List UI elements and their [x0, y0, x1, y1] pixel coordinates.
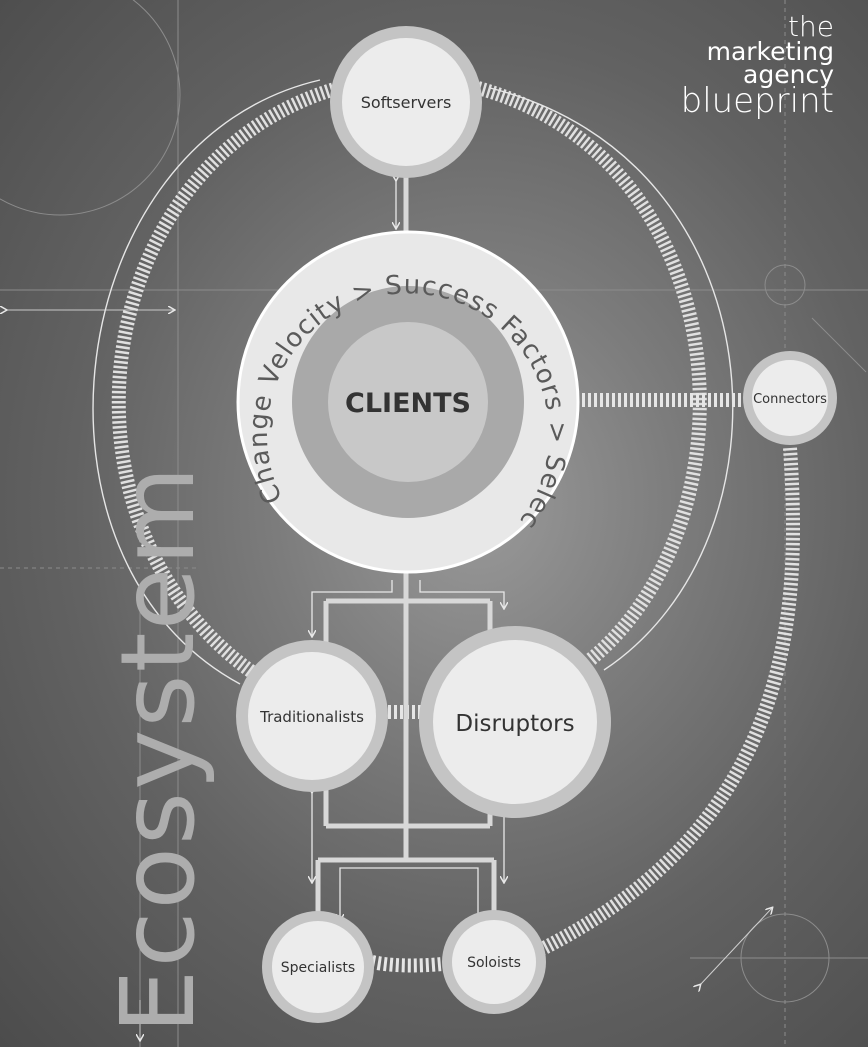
- arrow-to-trad: [312, 580, 393, 636]
- loop-left-line: [92, 79, 321, 685]
- arrow-to-soloists: [406, 867, 478, 920]
- connectors-label: Connectors: [753, 392, 827, 407]
- traditionalists-label: Traditionalists: [259, 708, 364, 726]
- disruptors-label: Disruptors: [455, 711, 574, 737]
- title-block: the marketing agency blueprint: [680, 10, 834, 121]
- node-specialists[interactable]: Specialists: [262, 911, 374, 1023]
- node-traditionalists[interactable]: Traditionalists: [236, 640, 388, 792]
- outer-loop: [92, 79, 734, 685]
- clients-label: CLIENTS: [345, 388, 471, 419]
- loop-right-hatch: [476, 81, 707, 666]
- decor-crosshair: [764, 264, 806, 306]
- title-line-blueprint: blueprint: [680, 80, 834, 121]
- ecosystem-side-title: Ecosystem: [99, 464, 218, 1034]
- node-connectors[interactable]: Connectors: [743, 351, 837, 445]
- decor-diagonal: [811, 317, 867, 373]
- arrow-to-specialists: [340, 867, 406, 920]
- decor-arc: [0, 0, 181, 216]
- node-softservers[interactable]: Softservers: [330, 26, 482, 178]
- loop-right-line: [489, 87, 734, 671]
- title-line-agency: agency: [743, 59, 834, 89]
- node-soloists[interactable]: Soloists: [442, 910, 546, 1014]
- title-line-marketing: marketing: [706, 36, 834, 66]
- decor-diagonal-arrow: [700, 908, 772, 985]
- node-disruptors[interactable]: Disruptors: [419, 626, 611, 818]
- soloists-label: Soloists: [467, 955, 521, 971]
- arrow-to-disruptors: [419, 580, 504, 608]
- specialists-label: Specialists: [281, 960, 355, 976]
- softservers-label: Softservers: [361, 93, 452, 112]
- loop-left-hatch: [111, 81, 340, 678]
- connectors-soloists-link: [536, 447, 800, 957]
- title-line-the: the: [788, 10, 834, 43]
